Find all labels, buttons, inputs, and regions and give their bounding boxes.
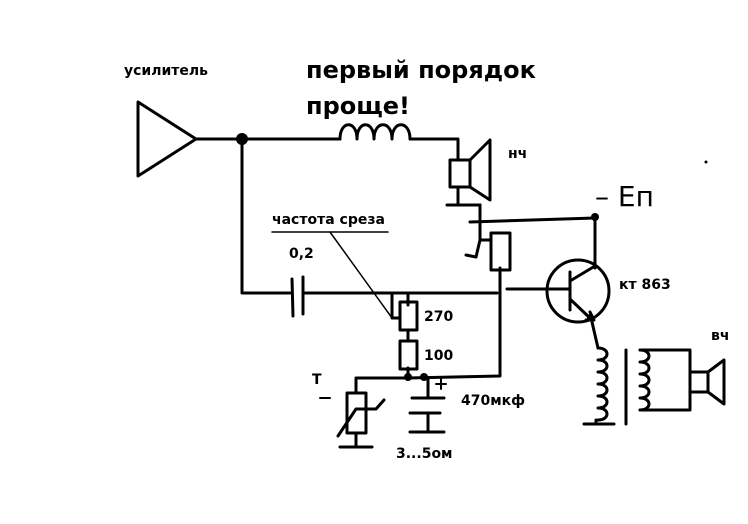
cap-electro-label: 470мкф [461,393,526,409]
r270-label: 270 [424,309,454,325]
capacitor-0-2 [290,275,305,318]
hf-label: вч [711,328,730,344]
cutoff-label: частота среза [272,212,385,228]
speaker-hf-symbol [688,358,726,406]
transistor-kt863 [545,258,611,324]
resistor-270 [390,291,419,332]
wires [194,137,597,400]
r100-label: 100 [424,348,454,364]
amplifier-symbol [136,100,198,178]
resistance-range-label: 3...5ом [396,446,453,462]
lf-label: нч [508,146,528,162]
trimmer-resistor [464,203,512,272]
hf-transformer [582,320,692,426]
title-line1: первый порядок [306,56,536,84]
speaker-lf-symbol [445,138,492,207]
supply-label: – Eп [595,180,654,213]
thermistor-label: T [312,372,322,388]
junction-dots [236,133,599,381]
capacitor-470 [408,378,447,434]
cap-value-label: 0,2 [289,246,314,262]
title-line2: проще! [306,92,411,120]
transistor-label: кт 863 [619,277,671,293]
amplifier-label: усилитель [124,63,209,79]
resistor-100 [398,339,419,371]
stray-dot [704,160,708,164]
thermistor [319,391,386,449]
inductor-lf [338,123,412,141]
cutoff-pointer [271,231,393,319]
